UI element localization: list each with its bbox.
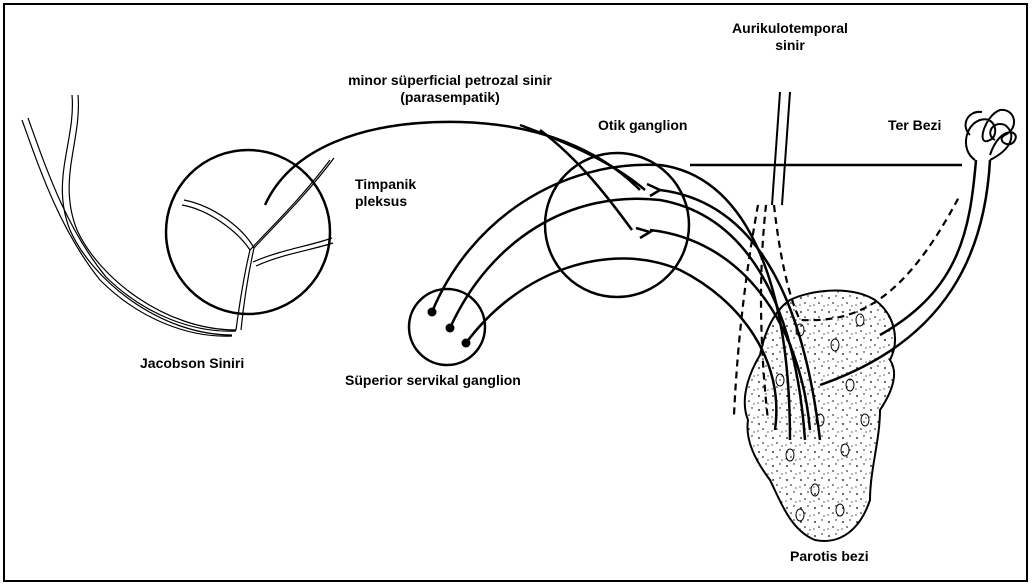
label-tympanic-line2: pleksus xyxy=(355,193,416,210)
label-tympanic-line1: Timpanik xyxy=(355,176,416,193)
label-auriculotemporal: Aurikulotemporal sinir xyxy=(715,20,865,54)
otic-ganglion-circle xyxy=(545,153,689,297)
label-jacobson: Jacobson Siniri xyxy=(140,355,244,372)
label-petrosal-line1: minor süperficial petrozal sinir xyxy=(290,72,610,89)
tympanic-plexus-circle xyxy=(166,150,330,314)
label-parotid: Parotis bezi xyxy=(790,548,869,565)
label-auriculotemporal-line1: Aurikulotemporal xyxy=(715,20,865,37)
label-superior-cervical: Süperior servikal ganglion xyxy=(345,372,521,389)
label-petrosal: minor süperficial petrozal sinir (parase… xyxy=(290,72,610,106)
tympanic-branches xyxy=(182,158,334,330)
parotid-gland xyxy=(745,291,895,541)
label-tympanic-plexus: Timpanik pleksus xyxy=(355,176,416,210)
label-petrosal-line2: (parasempatik) xyxy=(290,89,610,106)
label-sweat-gland: Ter Bezi xyxy=(888,117,941,134)
auriculotemporal-nerve xyxy=(772,92,790,205)
label-auriculotemporal-line2: sinir xyxy=(715,37,865,54)
label-otic-ganglion: Otik ganglion xyxy=(598,117,687,134)
sweat-gland xyxy=(966,110,1016,160)
